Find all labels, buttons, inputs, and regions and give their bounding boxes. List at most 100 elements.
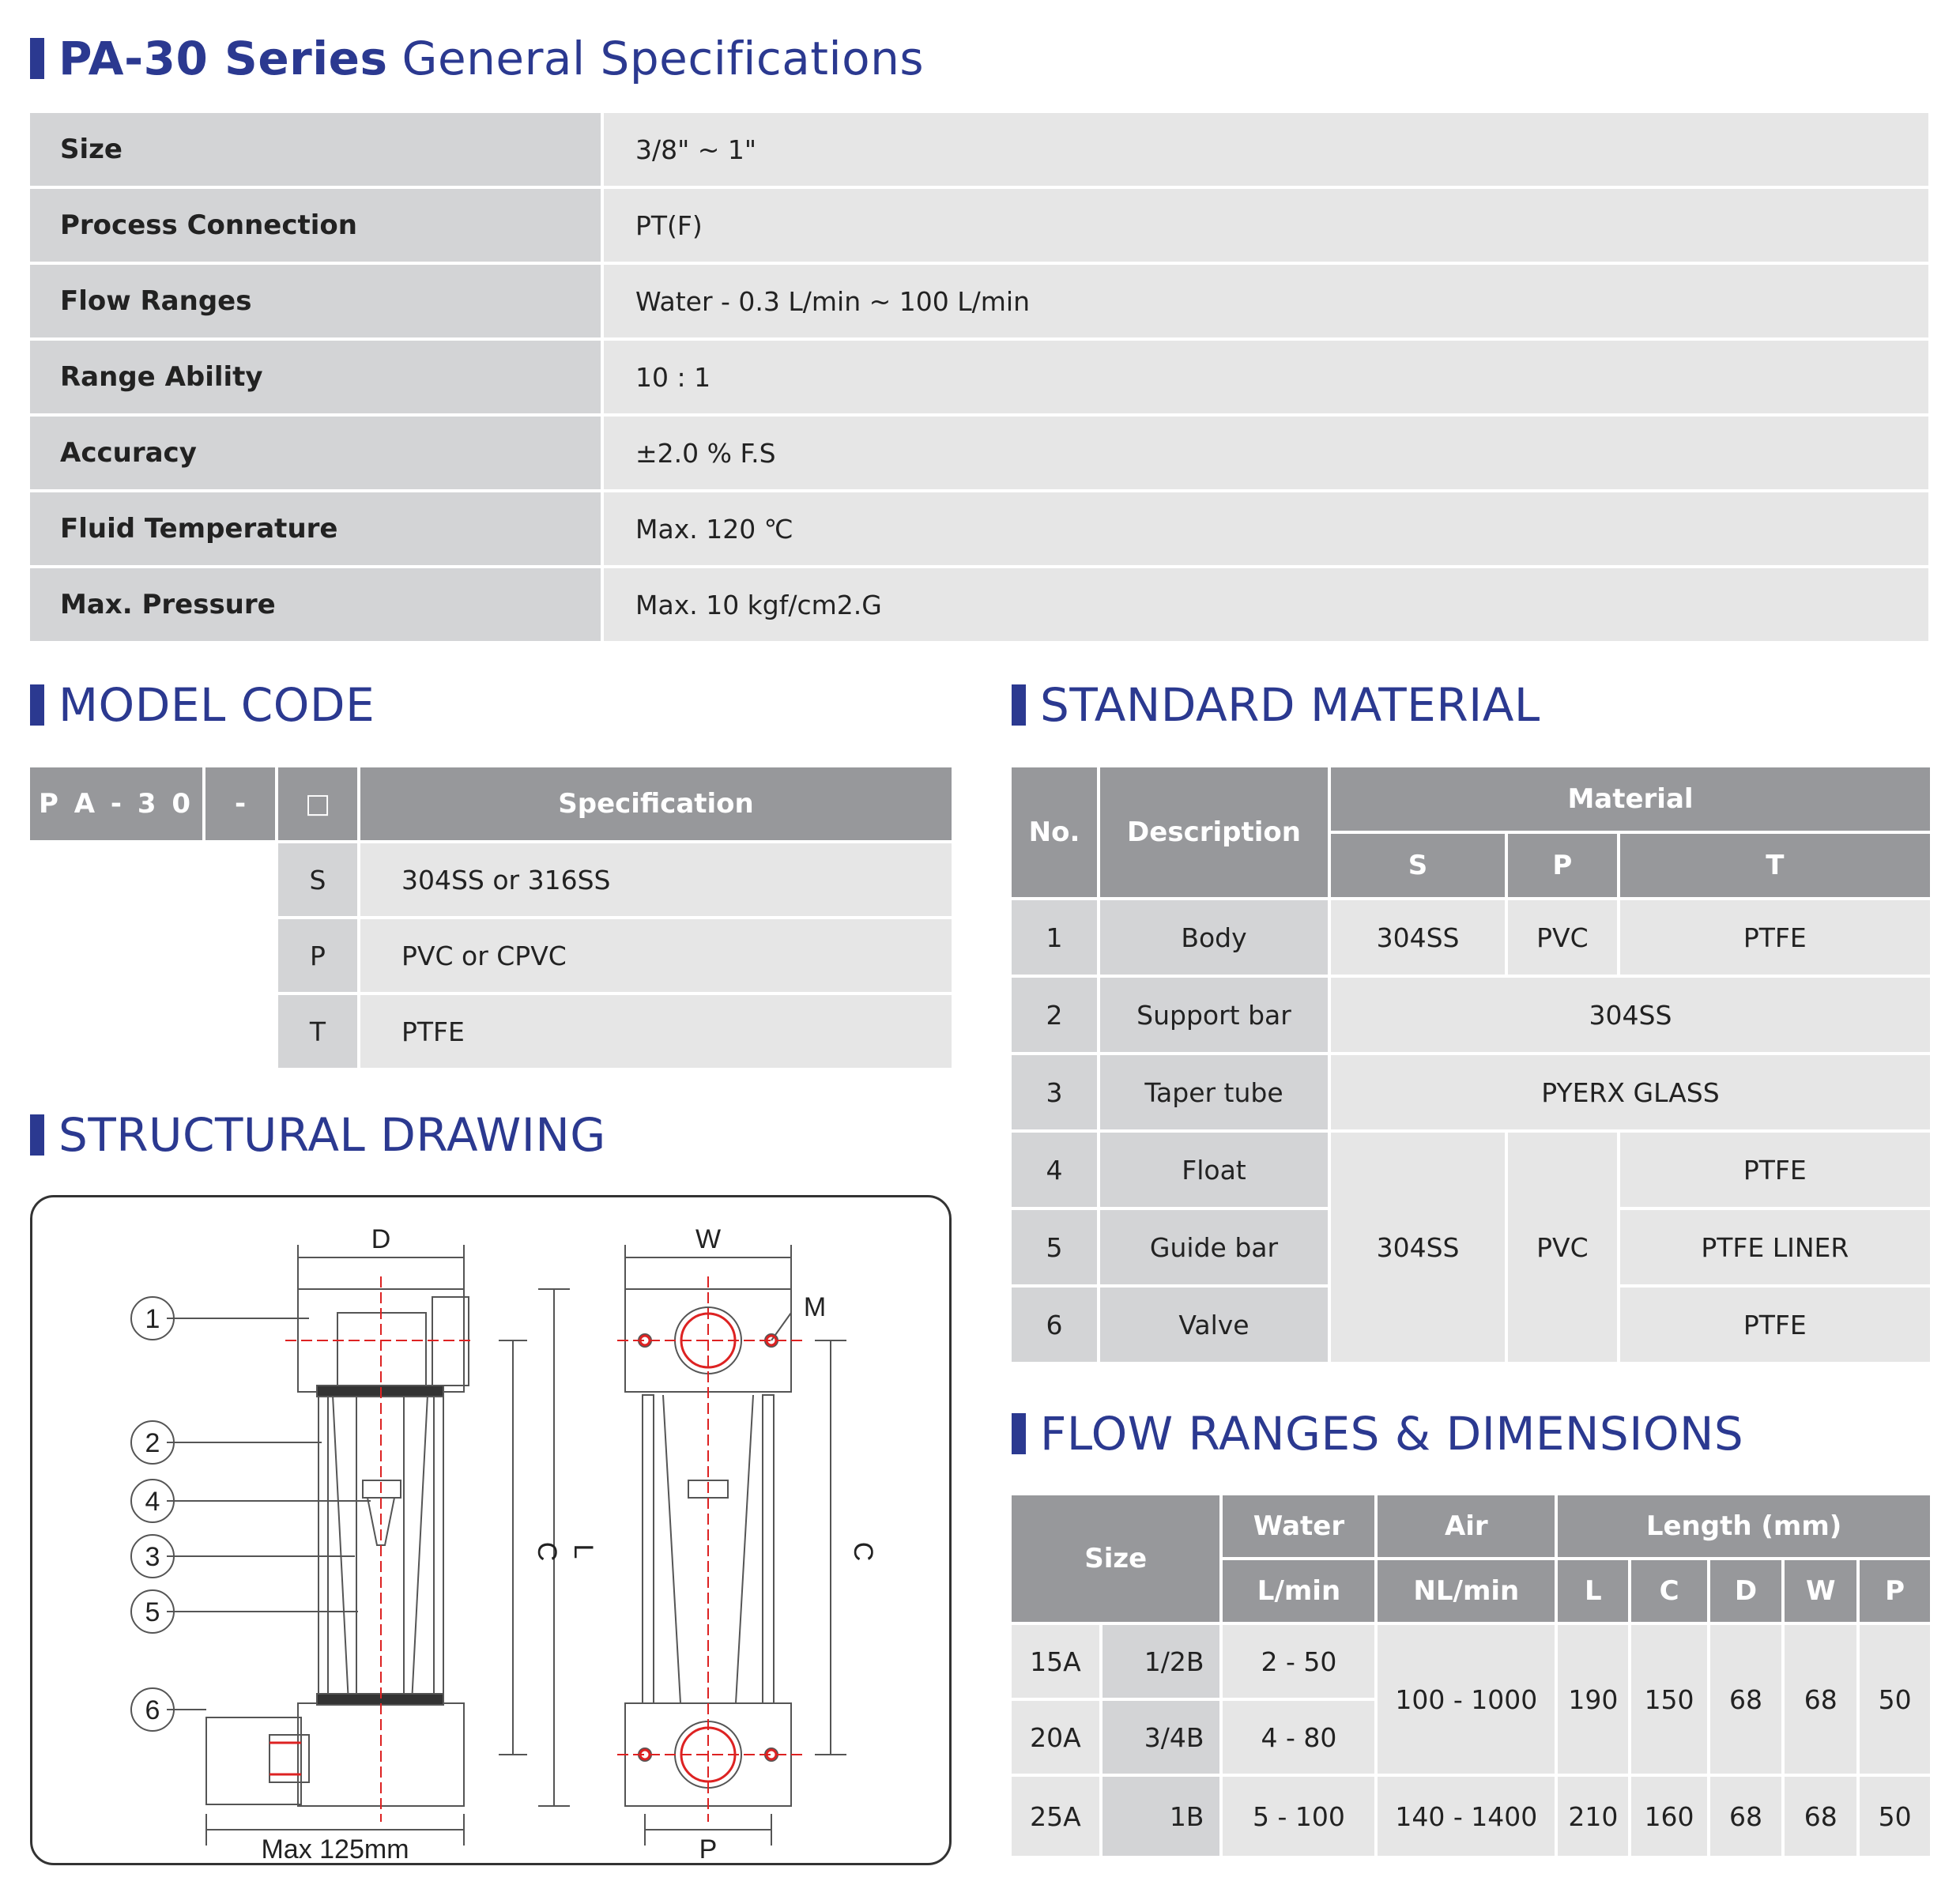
spec-value: 10 : 1 <box>604 341 1928 413</box>
model-code-letter: P <box>278 919 357 992</box>
size-b: 3/4B <box>1102 1701 1220 1774</box>
size-b: 1/2B <box>1102 1625 1220 1698</box>
length-header: Length (mm) <box>1558 1495 1930 1557</box>
dim-l-label: L <box>568 1544 598 1559</box>
heading-bar <box>30 38 44 79</box>
heading-text: STANDARD MATERIAL <box>1040 678 1540 732</box>
model-spec: PTFE <box>360 995 952 1068</box>
length-l: 190 <box>1558 1625 1629 1774</box>
spec-value: Max. 10 kgf/cm2.G <box>604 568 1928 641</box>
heading-text: MODEL CODE <box>58 678 375 732</box>
water-range: 5 - 100 <box>1223 1777 1375 1856</box>
table-row: 4 Float 304SS PVC PTFE <box>1012 1133 1930 1362</box>
heading-bar <box>1012 1413 1026 1454</box>
heading-bar <box>1012 684 1026 726</box>
spec-key: Flow Ranges <box>30 265 601 337</box>
row-desc: Float <box>1100 1133 1328 1207</box>
dim-c-label: C <box>532 1542 562 1562</box>
table-row: 3 Taper tube PYERX GLASS <box>1012 1055 1930 1129</box>
dim-p-label: P <box>699 1834 718 1863</box>
model-spec: PVC or CPVC <box>360 919 952 992</box>
material-all: 304SS <box>1331 978 1930 1052</box>
model-dash: - <box>205 767 275 840</box>
nlmin-header: NL/min <box>1378 1560 1555 1622</box>
table-row: Size Water Air Length (mm) <box>1012 1495 1930 1622</box>
structural-drawing: D W M C L C P Max 125mm 1 2 4 3 5 6 <box>30 1195 952 1865</box>
dim-m-label: M <box>804 1292 826 1322</box>
length-w: 68 <box>1785 1777 1857 1856</box>
spec-key: Process Connection <box>30 189 601 262</box>
material-p: PVC <box>1508 1133 1617 1362</box>
part-number-2: 2 <box>145 1428 160 1458</box>
desc-header: Description <box>1100 767 1328 897</box>
spec-value: Max. 120 ℃ <box>604 492 1928 565</box>
flowmeter-drawing-svg: D W M C L C P Max 125mm 1 2 4 3 5 6 <box>130 1224 878 1863</box>
no-header: No. <box>1012 767 1097 897</box>
lmin-header: L/min <box>1223 1560 1375 1622</box>
row-no: 1 <box>1012 900 1097 975</box>
max-width-label: Max 125mm <box>261 1834 409 1863</box>
row-no: 5 <box>1012 1210 1097 1284</box>
water-range: 2 - 50 <box>1223 1625 1375 1698</box>
material-t: PTFE LINER <box>1619 1210 1930 1284</box>
length-p: 50 <box>1860 1625 1930 1774</box>
model-code-letter: T <box>278 995 357 1068</box>
length-c: 160 <box>1631 1777 1707 1856</box>
part-number-6: 6 <box>145 1695 160 1725</box>
row-desc: Support bar <box>1100 978 1328 1052</box>
material-t: PTFE <box>1619 1133 1930 1207</box>
size-a: 15A <box>1012 1625 1099 1698</box>
size-a: 20A <box>1012 1701 1099 1774</box>
model-code-letter: S <box>278 843 357 916</box>
material-t: PTFE <box>1619 1288 1930 1362</box>
w-header: W <box>1785 1560 1857 1622</box>
spec-key: Range Ability <box>30 341 601 413</box>
material-table: No. Description Material S P T 1 Body 30… <box>1008 764 1933 1365</box>
p-header: P <box>1860 1560 1930 1622</box>
length-l: 210 <box>1558 1777 1629 1856</box>
size-header: Size <box>1012 1495 1220 1622</box>
model-code-heading: MODEL CODE <box>30 678 375 732</box>
part-number-5: 5 <box>145 1597 160 1627</box>
spec-key: Size <box>30 113 601 186</box>
l-header: L <box>1558 1560 1629 1622</box>
length-c: 150 <box>1631 1625 1707 1774</box>
model-prefix: P A - 3 0 <box>30 767 202 840</box>
material-t-header: T <box>1619 834 1930 897</box>
table-row: 6 Valve PTFE <box>1012 1288 1930 1362</box>
table-row: L/min NL/min L C D W P <box>1012 1560 1930 1622</box>
heading-text: FLOW RANGES & DIMENSIONS <box>1040 1407 1744 1461</box>
material-header: Material <box>1331 767 1930 831</box>
water-range: 4 - 80 <box>1223 1701 1375 1774</box>
row-no: 6 <box>1012 1288 1097 1362</box>
size-a: 25A <box>1012 1777 1099 1856</box>
water-header: Water <box>1223 1495 1375 1557</box>
material-heading: STANDARD MATERIAL <box>1012 678 1540 732</box>
spec-key: Fluid Temperature <box>30 492 601 565</box>
table-row: T PTFE <box>30 995 952 1068</box>
heading-bold: PA-30 Series <box>58 32 388 85</box>
material-s: 304SS <box>1331 1133 1506 1362</box>
table-row: P PVC or CPVC <box>30 919 952 992</box>
spec-key: Max. Pressure <box>30 568 601 641</box>
length-p: 50 <box>1860 1777 1930 1856</box>
dim-d-label: D <box>371 1224 391 1254</box>
table-row: 2 Support bar 304SS <box>1012 978 1930 1052</box>
material-s-header: S <box>1331 834 1506 897</box>
general-spec-heading: PA-30 Series General Specifications <box>30 32 924 85</box>
spec-value: ±2.0 % F.S <box>604 417 1928 489</box>
material-p: PVC <box>1508 900 1617 975</box>
table-row: 15A 1/2B 2 - 50 100 - 1000 190 150 68 68… <box>1012 1625 1930 1774</box>
spec-value: PT(F) <box>604 189 1928 262</box>
table-row: S 304SS or 316SS <box>30 843 952 916</box>
flow-table: Size Water Air Length (mm) L/min NL/min … <box>1008 1492 1933 1859</box>
table-row: S P T <box>1012 834 1930 897</box>
row-desc: Body <box>1100 900 1328 975</box>
row-desc: Taper tube <box>1100 1055 1328 1129</box>
